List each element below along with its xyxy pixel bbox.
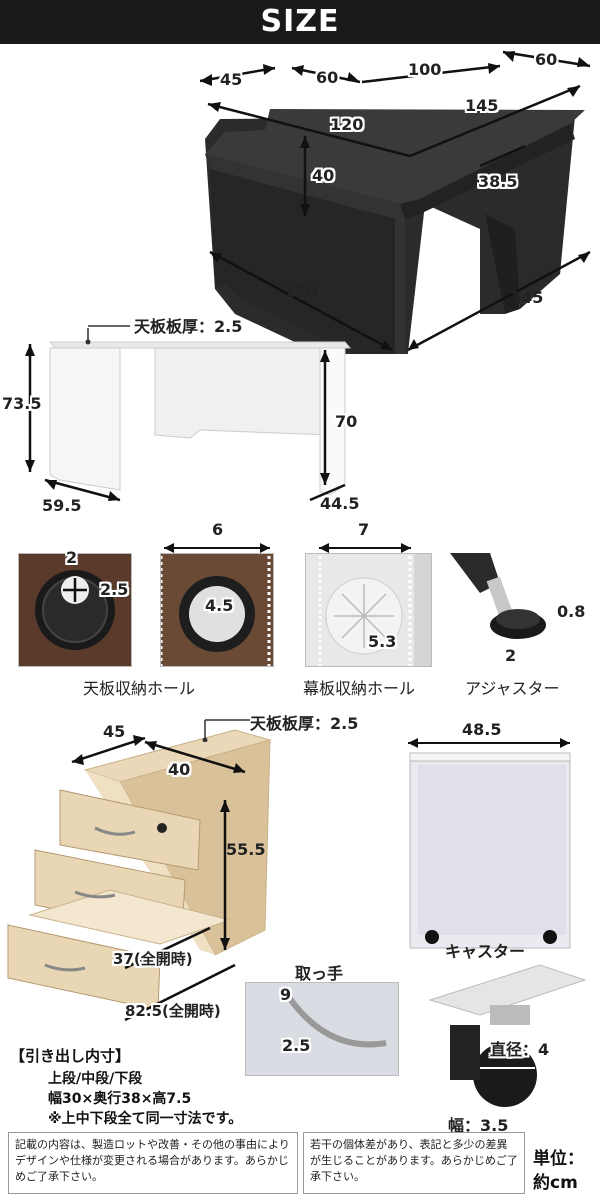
dim-bottom-side: 145	[510, 288, 544, 307]
caption-panel-hole: 幕板収納ホール	[303, 679, 416, 698]
caption-top-hole: 天板収納ホール	[83, 679, 196, 698]
handle-photo	[245, 982, 399, 1076]
page-title: SIZE	[260, 4, 340, 39]
caster-width: 幅：3.5	[448, 1116, 509, 1135]
dim-top-left-depth: 45	[220, 70, 243, 89]
dim-wagon-height: 55.5	[226, 840, 266, 859]
adjuster-illustration	[450, 553, 546, 639]
caster-label: キャスター	[445, 942, 526, 961]
dim-arrow-grommet2	[164, 543, 270, 553]
dim-panel-inner: 5.3	[368, 632, 397, 651]
drawer-spec-title: 【引き出し内寸】	[10, 1047, 131, 1065]
drawer-spec-line1: 上段/中段/下段	[48, 1071, 143, 1087]
handle-width: 2.5	[282, 1036, 311, 1055]
dim-top-right-depth: 60	[535, 50, 558, 69]
side-view-illustration	[25, 325, 352, 502]
dim-left-depth: 59.5	[42, 496, 82, 515]
dim-adjuster-width: 2	[505, 646, 517, 665]
wagon-board-thickness: 天板板厚：2.5	[250, 714, 359, 733]
dim-knee-depth: 38.5	[478, 172, 518, 191]
dim-grommet-inner: 2	[66, 548, 78, 567]
dim-adjuster-height: 0.8	[557, 602, 586, 621]
dim-full-open-total: 82.5(全開時)	[125, 1002, 221, 1020]
dim-grommet2-width: 6	[212, 520, 224, 539]
dim-right-depth: 44.5	[320, 494, 360, 513]
dim-grommet-outer: 2.5	[100, 580, 129, 599]
dim-full-open-inner: 37(全開時)	[113, 950, 193, 968]
unit-line1: 単位：	[533, 1149, 584, 1169]
title-bar	[0, 0, 600, 44]
dim-top-mid-depth: 60	[316, 68, 339, 87]
grommet-photo	[18, 553, 132, 667]
wagon-side-illustration	[408, 738, 571, 949]
panel-hole-photo	[305, 553, 432, 667]
caster-illustration	[428, 964, 587, 1107]
dim-arrow-panel	[319, 543, 411, 553]
grommet-photo-2	[160, 553, 274, 667]
dim-grommet2-inner: 4.5	[205, 596, 234, 615]
dim-bottom-front: 120	[284, 282, 318, 301]
dim-side-length: 145	[465, 96, 499, 115]
handle-length: 9	[280, 985, 292, 1004]
drawer-spec-line3: ※上中下段全て同一寸法です。	[48, 1111, 243, 1127]
dim-panel-width: 7	[358, 520, 370, 539]
side-board-thickness: 天板板厚：2.5	[134, 317, 243, 336]
dim-panel-height: 40	[312, 166, 335, 185]
drawer-spec-line2: 幅30×奥行38×高7.5	[48, 1091, 192, 1107]
caster-diameter: 直径：4	[490, 1040, 550, 1059]
caption-adjuster: アジャスター	[465, 679, 560, 698]
dim-total-height: 73.5	[2, 394, 42, 413]
note-right: 若干の個体差があり、表記と多少の差異が生じることがあります。あらかじめご了承下さ…	[303, 1132, 525, 1194]
dim-wagon-side-width: 48.5	[462, 720, 502, 739]
unit-line2: 約cm	[533, 1173, 578, 1193]
handle-label: 取っ手	[295, 964, 344, 983]
dim-wagon-depth: 45	[103, 722, 126, 741]
dim-inner-height: 70	[335, 412, 358, 431]
dim-wagon-width: 40	[168, 760, 191, 779]
l-desk-illustration	[199, 50, 591, 354]
dim-top-long: 100	[408, 60, 442, 79]
dim-front-width: 120	[330, 115, 364, 134]
note-left: 記載の内容は、製造ロットや改善・その他の事由によりデザインや仕様が変更される場合…	[8, 1132, 298, 1194]
wagon-illustration	[7, 720, 272, 1022]
wagon-thickness-pointer	[202, 719, 250, 742]
